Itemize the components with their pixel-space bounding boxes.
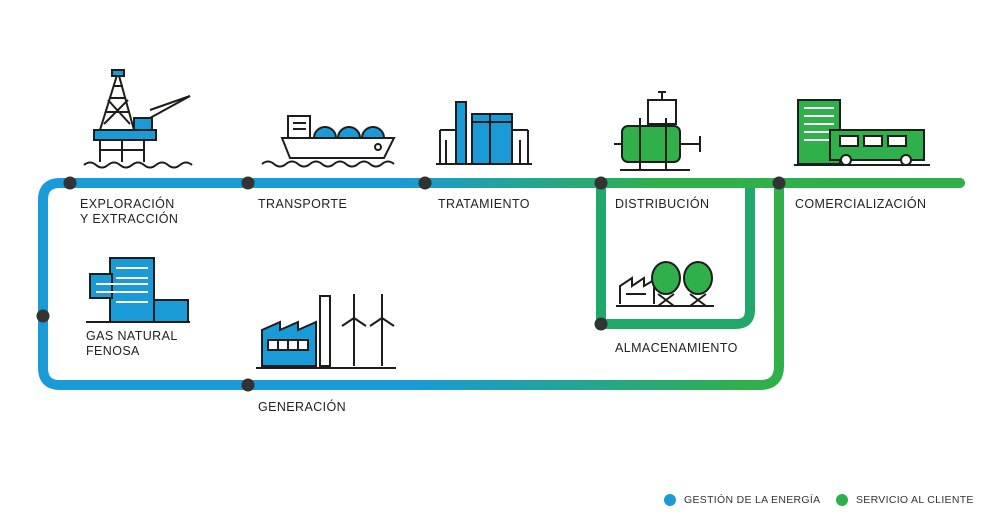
label-generacion: GENERACIÓN <box>258 400 347 414</box>
storage-tanks-icon <box>616 261 714 307</box>
commercial-building-bus-icon <box>794 99 930 166</box>
label-almacenamiento: ALMACENAMIENTO <box>615 341 738 355</box>
node-distribucion <box>594 176 608 190</box>
label-comercializacion: COMERCIALIZACIÓN <box>795 197 927 211</box>
oil-platform-icon <box>83 69 193 169</box>
legend-servicio-label: SERVICIO AL CLIENTE <box>856 494 974 506</box>
legend-servicio: SERVICIO AL CLIENTE <box>836 494 974 506</box>
node-almacenamiento <box>594 317 608 331</box>
legend-gestion-swatch <box>664 494 676 506</box>
treatment-plant-icon <box>436 101 532 165</box>
node-exploracion <box>63 176 77 190</box>
node-comercializacion <box>772 176 786 190</box>
label-gas-natural-line1: GAS NATURAL <box>86 329 178 343</box>
node-gas-natural <box>36 309 50 323</box>
main-loop-line <box>38 178 965 390</box>
label-tratamiento: TRATAMIENTO <box>438 197 530 211</box>
energy-track <box>38 178 965 390</box>
label-exploracion: EXPLORACIÓN Y EXTRACCIÓN <box>80 197 178 227</box>
lng-ship-icon <box>261 115 396 168</box>
label-gas-natural-line2: FENOSA <box>86 344 140 358</box>
nodes <box>36 176 786 392</box>
label-exploracion-line2: Y EXTRACCIÓN <box>80 212 179 226</box>
node-tratamiento <box>418 176 432 190</box>
label-distribucion: DISTRIBUCIÓN <box>615 197 710 211</box>
label-transporte: TRANSPORTE <box>258 197 348 211</box>
legend-gestion-label: GESTIÓN DE LA ENERGÍA <box>684 494 821 506</box>
distribution-station-icon <box>614 91 701 171</box>
legend-gestion: GESTIÓN DE LA ENERGÍA <box>664 494 820 506</box>
office-building-icon <box>86 257 190 323</box>
storage-branch-line <box>596 178 755 329</box>
power-generation-icon <box>256 294 396 369</box>
legend-servicio-swatch <box>836 494 848 506</box>
node-transporte <box>241 176 255 190</box>
node-generacion <box>241 378 255 392</box>
label-exploracion-line1: EXPLORACIÓN <box>80 197 175 211</box>
label-gas-natural: GAS NATURAL FENOSA <box>86 329 178 359</box>
